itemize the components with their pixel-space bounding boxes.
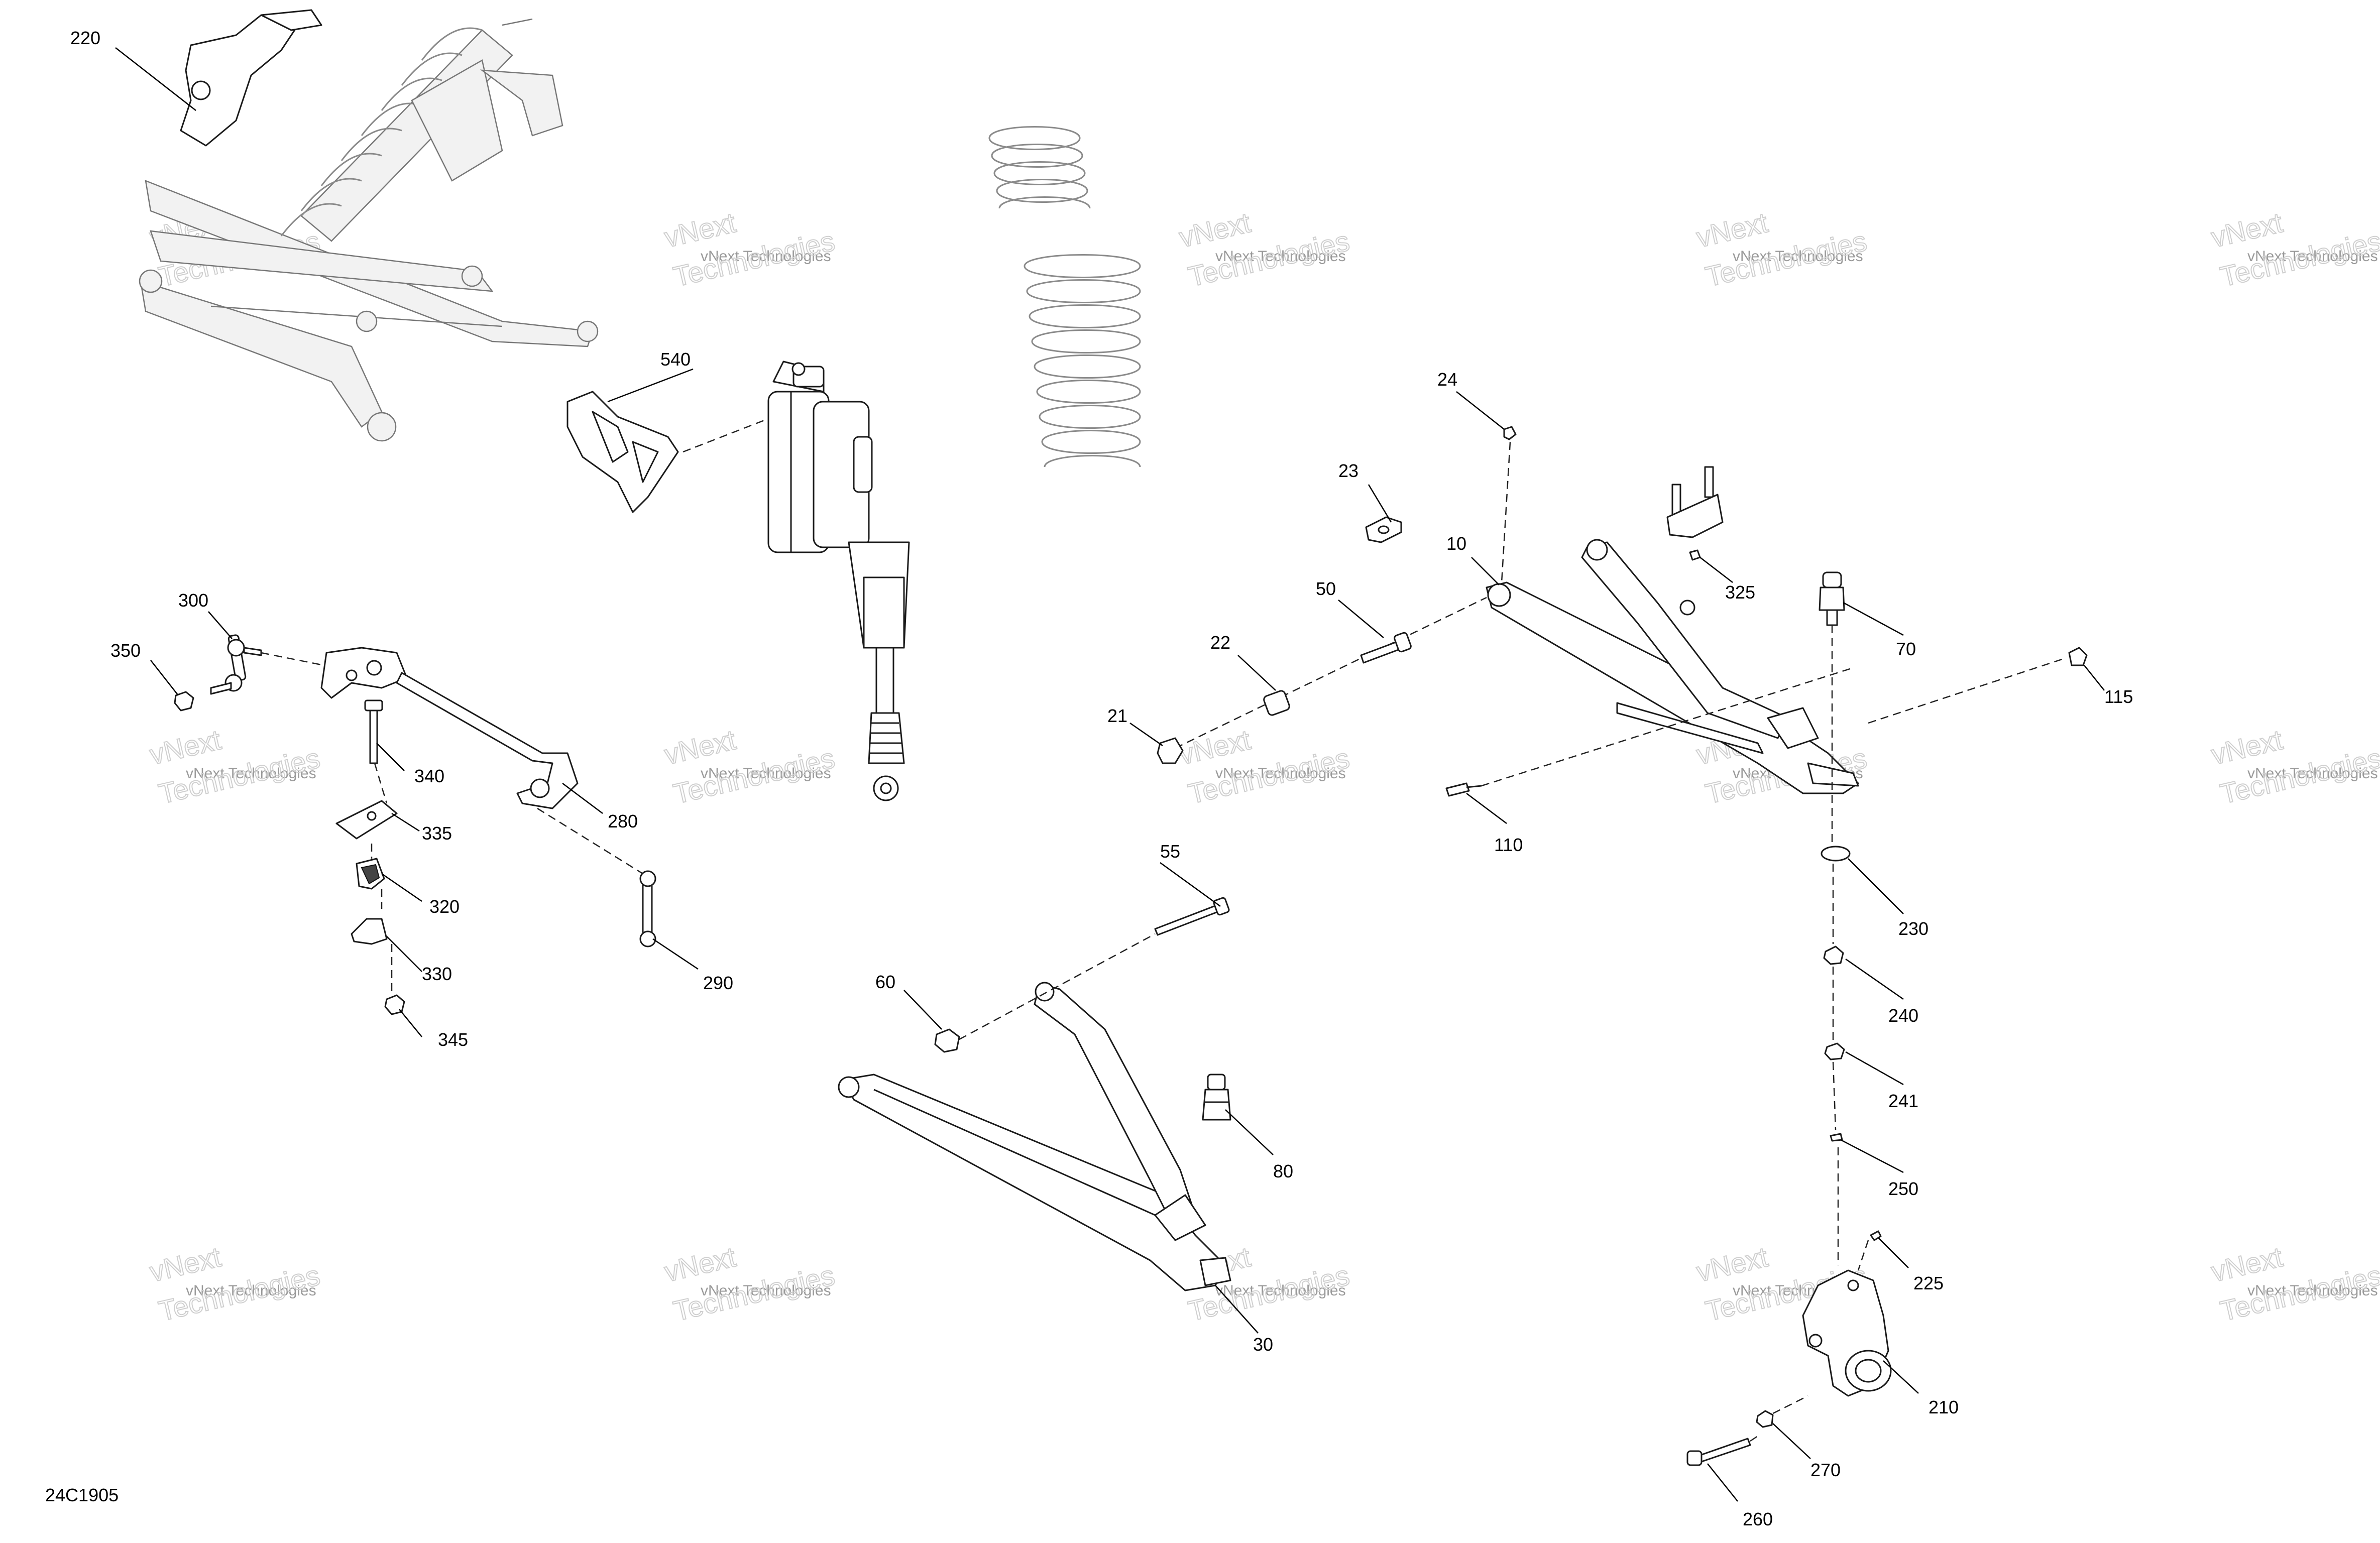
svg-text:vNext: vNext bbox=[661, 206, 739, 254]
bolt-55 bbox=[1154, 897, 1230, 936]
callout-210: 210 bbox=[1929, 1397, 1959, 1417]
svg-text:vNext: vNext bbox=[147, 724, 224, 771]
callout-340: 340 bbox=[414, 766, 444, 786]
svg-text:vNext: vNext bbox=[661, 1241, 739, 1288]
callout-30: 30 bbox=[1253, 1334, 1273, 1355]
svg-text:vNext Technologies: vNext Technologies bbox=[1733, 248, 1863, 265]
watermark: vNext vNext Technologies Technologies bbox=[2208, 206, 2380, 293]
svg-text:vNext: vNext bbox=[1693, 1241, 1771, 1288]
svg-text:vNext Technologies: vNext Technologies bbox=[1215, 1282, 1346, 1299]
callout-350: 350 bbox=[110, 640, 141, 661]
svg-text:vNext: vNext bbox=[147, 1241, 224, 1288]
shock-absorber bbox=[767, 361, 910, 801]
svg-text:vNext Technologies: vNext Technologies bbox=[1215, 248, 1346, 265]
callout-345: 345 bbox=[438, 1029, 468, 1050]
drawing-id: 24C1905 bbox=[45, 1485, 119, 1505]
callout-23: 23 bbox=[1338, 460, 1358, 481]
watermark: vNext vNext Technologies Technologies bbox=[661, 723, 838, 810]
suspension-assembly-overview bbox=[139, 9, 599, 442]
callout-60: 60 bbox=[875, 972, 895, 992]
svg-text:vNext Technologies: vNext Technologies bbox=[2247, 248, 2378, 265]
shock-mount-540 bbox=[566, 391, 679, 513]
callout-21: 21 bbox=[1107, 705, 1127, 726]
svg-text:vNext: vNext bbox=[2208, 206, 2286, 254]
callout-115: 115 bbox=[2104, 686, 2133, 707]
svg-text:vNext Technologies: vNext Technologies bbox=[1215, 765, 1346, 782]
svg-text:vNext Technologies: vNext Technologies bbox=[701, 765, 831, 782]
svg-text:vNext: vNext bbox=[1693, 206, 1771, 254]
svg-text:vNext Technologies: vNext Technologies bbox=[186, 765, 316, 782]
svg-text:vNext Technologies: vNext Technologies bbox=[701, 248, 831, 265]
callout-70: 70 bbox=[1896, 639, 1916, 659]
callout-320: 320 bbox=[429, 896, 460, 917]
callout-241: 241 bbox=[1888, 1091, 1918, 1111]
ball-joint-70 bbox=[1819, 571, 1845, 626]
ball-joint-80 bbox=[1202, 1074, 1231, 1121]
bracket-325 bbox=[1666, 466, 1724, 561]
svg-text:vNext Technologies: vNext Technologies bbox=[701, 1282, 831, 1299]
callout-220: 220 bbox=[70, 28, 100, 48]
watermark: vNext vNext Technologies Technologies bbox=[2208, 1240, 2380, 1328]
callout-22: 22 bbox=[1210, 632, 1230, 653]
callout-labels: 220 540 300 350 340 335 280 320 330 345 … bbox=[70, 28, 2133, 1529]
watermark: vNext vNext Technologies Technologies bbox=[1693, 206, 1870, 293]
callout-280: 280 bbox=[608, 811, 638, 832]
watermark: vNext vNext Technologies Technologies bbox=[1176, 723, 1353, 810]
watermark: vNext vNext Technologies Technologies bbox=[146, 723, 323, 810]
callout-240: 240 bbox=[1888, 1005, 1918, 1026]
watermark: vNext vNext Technologies Technologies bbox=[661, 1240, 838, 1328]
bushing-21 bbox=[1157, 737, 1184, 764]
svg-text:vNext Technologies: vNext Technologies bbox=[186, 1282, 316, 1299]
nut bbox=[174, 691, 194, 711]
svg-text:vNext Technologies: vNext Technologies bbox=[2247, 1282, 2378, 1299]
callout-80: 80 bbox=[1273, 1161, 1293, 1181]
watermark: vNext vNext Technologies Technologies bbox=[661, 206, 838, 293]
watermark: vNext vNext Technologies Technologies bbox=[2208, 723, 2380, 810]
callout-250: 250 bbox=[1888, 1178, 1918, 1199]
callout-230: 230 bbox=[1898, 918, 1929, 939]
callout-335: 335 bbox=[422, 823, 452, 844]
callout-300: 300 bbox=[178, 590, 208, 611]
callout-24: 24 bbox=[1437, 369, 1457, 390]
upper-a-arm bbox=[1486, 539, 1859, 794]
lower-a-arm bbox=[838, 982, 1231, 1291]
callout-270: 270 bbox=[1810, 1460, 1841, 1480]
coil-spring-lower bbox=[1024, 254, 1141, 467]
steering-knuckle-overview bbox=[180, 14, 302, 147]
steering-knuckle-210 bbox=[1802, 1269, 1892, 1397]
callout-55: 55 bbox=[1160, 841, 1180, 862]
retaining-ring bbox=[1821, 846, 1851, 862]
coil-spring-upper bbox=[988, 126, 1091, 209]
watermark: vNext vNext Technologies Technologies bbox=[1176, 206, 1353, 293]
callout-10: 10 bbox=[1446, 533, 1466, 554]
svg-text:vNext: vNext bbox=[661, 724, 739, 771]
svg-text:vNext: vNext bbox=[2208, 724, 2286, 771]
svg-text:vNext: vNext bbox=[1176, 206, 1254, 254]
callout-325: 325 bbox=[1725, 582, 1755, 603]
callout-330: 330 bbox=[422, 964, 452, 984]
leader-lines bbox=[115, 47, 2105, 1502]
stabilizer-bar-group bbox=[174, 634, 656, 1015]
callout-225: 225 bbox=[1913, 1273, 1944, 1293]
svg-text:vNext Technologies: vNext Technologies bbox=[2247, 765, 2378, 782]
callout-110: 110 bbox=[1494, 835, 1523, 855]
washer-23 bbox=[1365, 516, 1402, 543]
callout-50: 50 bbox=[1316, 578, 1336, 599]
watermark-layer: vNext vNext Technologies Technologies vN… bbox=[146, 206, 2380, 1328]
callout-540: 540 bbox=[660, 349, 691, 370]
watermark: vNext vNext Technologies Technologies bbox=[146, 1240, 323, 1328]
callout-290: 290 bbox=[703, 973, 733, 993]
callout-260: 260 bbox=[1743, 1509, 1773, 1529]
svg-text:vNext: vNext bbox=[1176, 724, 1254, 771]
svg-text:vNext: vNext bbox=[2208, 1241, 2286, 1288]
